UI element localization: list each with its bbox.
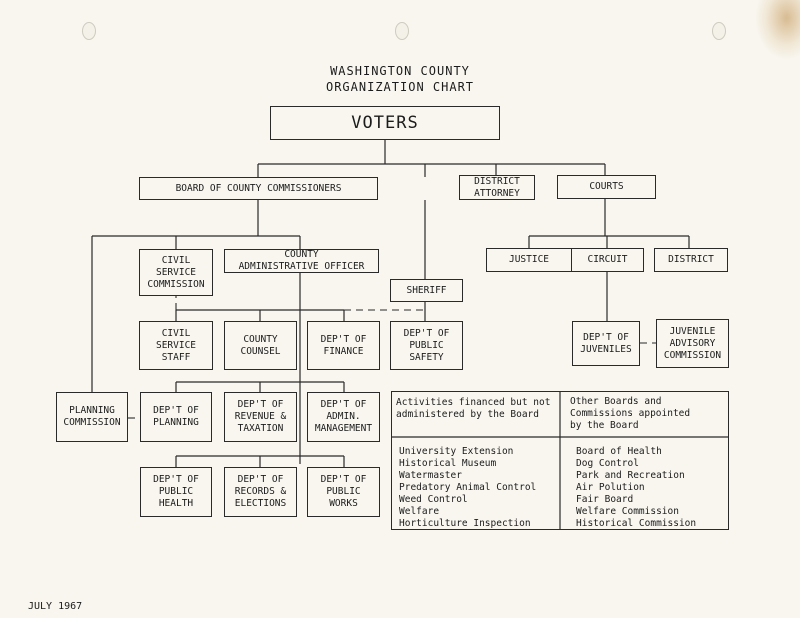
activities-table: [391, 391, 729, 530]
voters-box: VOTERS: [270, 106, 500, 140]
juvenile-advisory-commission-box: JUVENILE ADVISORY COMMISSION: [656, 319, 729, 368]
district-attorney-box: DISTRICT ATTORNEY: [459, 175, 535, 200]
dept-of-public-health-box: DEP'T OF PUBLIC HEALTH: [140, 467, 212, 517]
punch-hole: [712, 22, 726, 40]
board-of-commissioners-box: BOARD OF COUNTY COMMISSIONERS: [139, 177, 378, 200]
dept-of-finance-box: DEP'T OF FINANCE: [307, 321, 380, 370]
other-boards-list: Board of Health Dog Control Park and Rec…: [576, 446, 697, 529]
dept-of-public-works-box: DEP'T OF PUBLIC WORKS: [307, 467, 380, 517]
civil-service-staff-box: CIVIL SERVICE STAFF: [139, 321, 213, 370]
justice-court-box: JUSTICE: [486, 248, 572, 272]
county-administrative-officer-box: COUNTY ADMINISTRATIVE OFFICER: [224, 249, 379, 273]
dept-of-public-safety-box: DEP'T OF PUBLIC SAFETY: [390, 321, 463, 370]
activities-financed-header: Activities financed but not administered…: [396, 397, 551, 420]
activities-financed-list: University Extension Historical Museum W…: [399, 446, 537, 529]
dept-of-admin-management-box: DEP'T OF ADMIN. MANAGEMENT: [307, 392, 380, 442]
courts-box: COURTS: [557, 175, 656, 199]
chart-title-line-2: ORGANIZATION CHART: [325, 80, 475, 94]
punch-hole: [395, 22, 409, 40]
chart-title-line-1: WASHINGTON COUNTY: [330, 64, 470, 78]
dept-of-planning-box: DEP'T OF PLANNING: [140, 392, 212, 442]
dept-of-records-elections-box: DEP'T OF RECORDS & ELECTIONS: [224, 467, 297, 517]
county-counsel-box: COUNTY COUNSEL: [224, 321, 297, 370]
dept-of-revenue-taxation-box: DEP'T OF REVENUE & TAXATION: [224, 392, 297, 442]
punch-hole: [82, 22, 96, 40]
district-court-box: DISTRICT: [654, 248, 728, 272]
chart-date: JULY 1967: [28, 601, 83, 612]
paper-stain: [755, 0, 800, 60]
other-boards-header: Other Boards and Commissions appointed b…: [570, 396, 691, 431]
planning-commission-box: PLANNING COMMISSION: [56, 392, 128, 442]
sheriff-box: SHERIFF: [390, 279, 463, 302]
civil-service-commission-box: CIVIL SERVICE COMMISSION: [139, 249, 213, 296]
dept-of-juveniles-box: DEP'T OF JUVENILES: [572, 321, 640, 366]
circuit-court-box: CIRCUIT: [571, 248, 644, 272]
